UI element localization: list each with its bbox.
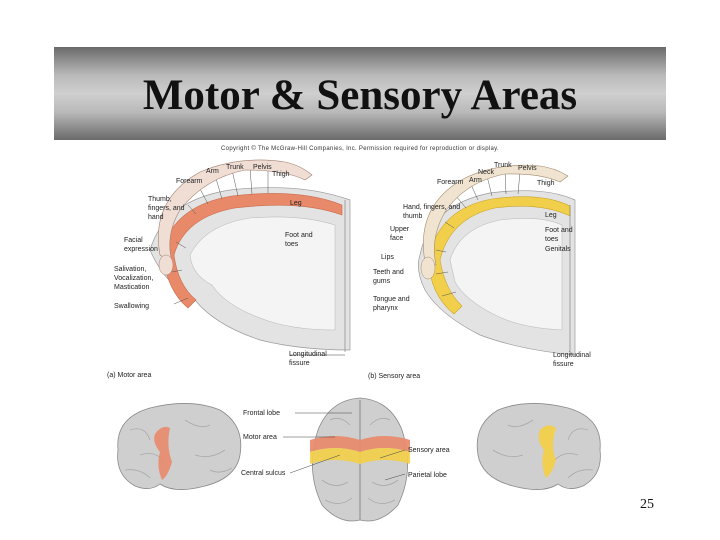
sensory-caption: (b) Sensory area [368,373,421,380]
sensory-label-tongue: Tongue and pharynx [373,296,410,312]
sensory-label-pelvis: Pelvis [518,165,537,172]
motor-label-pelvis: Pelvis [253,164,272,171]
sensory-label-teeth: Teeth and gums [373,269,404,285]
sensory-area-strip [427,196,571,315]
sensory-label-leg: Leg [545,212,557,219]
motor-label-fissure: Longitudinal fissure [289,351,327,367]
motor-section-illustration [149,159,351,352]
motor-label-thumb: Thumb, fingers, and hand [148,196,185,221]
motor-label-arm: Arm [206,168,219,175]
copyright-notice: Copyright © The McGraw-Hill Companies, I… [221,146,499,152]
motor-white-matter [189,216,336,331]
motor-caption: (a) Motor area [107,372,152,379]
brain-label-central-sulcus: Central sulcus [241,470,286,477]
bottom-leader-lines [283,354,406,481]
right-lateral-brain [476,403,601,490]
sensory-homunculus-figure [423,164,569,266]
brain-label-sensory-area: Sensory area [408,447,450,454]
motor-label-forearm: Forearm [176,178,203,185]
motor-label-leg: Leg [290,200,302,207]
motor-homunculus-figure [158,159,313,263]
brain-label-motor-area: Motor area [243,434,277,441]
sensory-section-illustration [418,164,576,356]
sensory-label-foot: Foot and toes [545,227,573,243]
sensory-label-hand: Hand, fingers, and thumb [403,204,461,220]
left-lateral-brain [117,403,242,490]
sensory-label-forearm: Forearm [437,179,464,186]
brain-label-frontal-lobe: Frontal lobe [243,410,280,417]
slide-title: Motor & Sensory Areas [142,72,578,119]
sensory-label-thigh: Thigh [537,180,555,187]
motor-label-salivation: Salivation, Vocalization, Mastication [114,266,154,291]
sensory-label-genitals: Genitals [545,246,571,253]
motor-label-swallowing: Swallowing [114,303,150,310]
motor-label-foot: Foot and toes [285,232,313,248]
motor-fan-lines [171,167,269,305]
page-number: 25 [640,497,654,512]
left-brain-motor-strip [154,426,172,480]
superior-view-brain [310,397,410,522]
motor-label-thigh: Thigh [272,171,290,178]
sensory-label-arm: Arm [469,177,482,184]
sensory-label-trunk: Trunk [494,162,512,169]
sensory-label-fissure: Longitudinal fissure [553,352,591,368]
motor-label-trunk: Trunk [226,164,244,171]
superior-brain-sensory-strip [310,448,410,464]
sensory-label-lips: Lips [381,254,394,261]
right-brain-sensory-strip [538,425,556,478]
sensory-label-neck: Neck [478,169,494,176]
motor-area-strip [161,193,343,309]
motor-label-facial: Facial expression [124,237,158,253]
brain-label-parietal-lobe: Parietal lobe [408,472,447,479]
title-bar: Motor & Sensory Areas [54,47,666,140]
sensory-white-matter [449,218,563,331]
sensory-label-upper-face: Upper face [390,226,410,242]
